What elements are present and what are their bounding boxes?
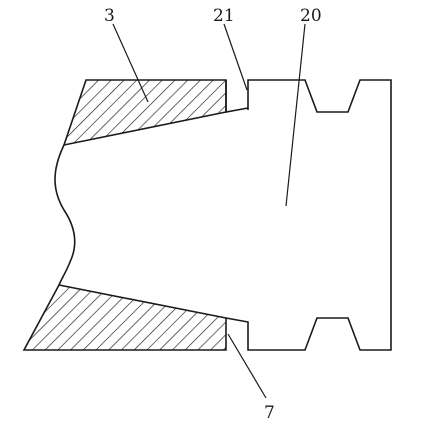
leader-line-20 [285,23,306,207]
leader-line-7 [227,333,267,399]
label-part-20: 20 [300,6,322,26]
lower-step [225,317,249,325]
left-curved-contour [54,144,76,286]
upper-step-part-21 [225,80,249,113]
leader-line-3 [112,23,149,103]
label-part-3: 3 [104,6,115,26]
upper-wedge-part-3 [62,79,227,147]
lower-wedge [22,284,227,351]
label-part-21: 21 [213,6,235,26]
component-20-body [247,79,392,351]
leader-line-21 [223,23,248,91]
label-part-7: 7 [264,403,275,423]
